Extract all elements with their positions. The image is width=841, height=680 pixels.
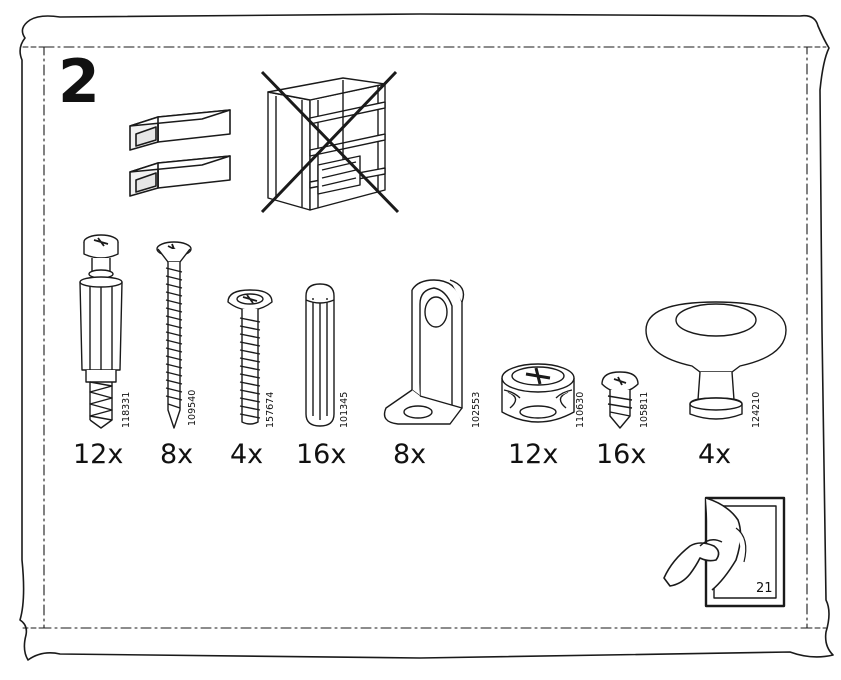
cam-lock-icon bbox=[501, 363, 575, 423]
qty-cam-dowel: 12x bbox=[73, 439, 124, 470]
qty-wood-screw: 8x bbox=[160, 439, 194, 470]
partno-wood-screw: 109540 bbox=[187, 389, 198, 426]
small-screw-icon bbox=[601, 371, 639, 429]
wood-screw-icon bbox=[156, 241, 192, 429]
angle-bracket-icon bbox=[383, 279, 465, 425]
qty-cam-lock: 12x bbox=[508, 439, 559, 470]
crossed-frame-icon bbox=[260, 70, 400, 214]
knob-icon bbox=[645, 301, 787, 420]
partno-small-screw: 105811 bbox=[639, 391, 650, 428]
partno-cam-dowel: 118331 bbox=[121, 391, 132, 428]
qty-machine-screw: 4x bbox=[230, 439, 264, 470]
step-number: 2 bbox=[58, 47, 100, 117]
partno-wood-dowel: 101345 bbox=[339, 391, 350, 428]
qty-small-screw: 16x bbox=[596, 439, 647, 470]
wood-dowel-icon bbox=[305, 283, 335, 427]
partno-cam-lock: 110630 bbox=[575, 391, 586, 428]
partno-machine-screw: 157674 bbox=[265, 391, 276, 428]
machine-screw-icon bbox=[227, 289, 273, 425]
partno-angle-bracket: 102553 bbox=[471, 391, 482, 428]
cam-dowel-icon bbox=[79, 234, 123, 429]
partno-knob: 124210 bbox=[751, 391, 762, 428]
turn-page-icon bbox=[663, 496, 786, 608]
qty-knob: 4x bbox=[698, 439, 732, 470]
qty-angle-bracket: 8x bbox=[393, 439, 427, 470]
qty-wood-dowel: 16x bbox=[296, 439, 347, 470]
outer-border bbox=[19, 13, 834, 661]
page-reference: 21 bbox=[756, 581, 773, 596]
drawers-icon bbox=[129, 109, 231, 197]
